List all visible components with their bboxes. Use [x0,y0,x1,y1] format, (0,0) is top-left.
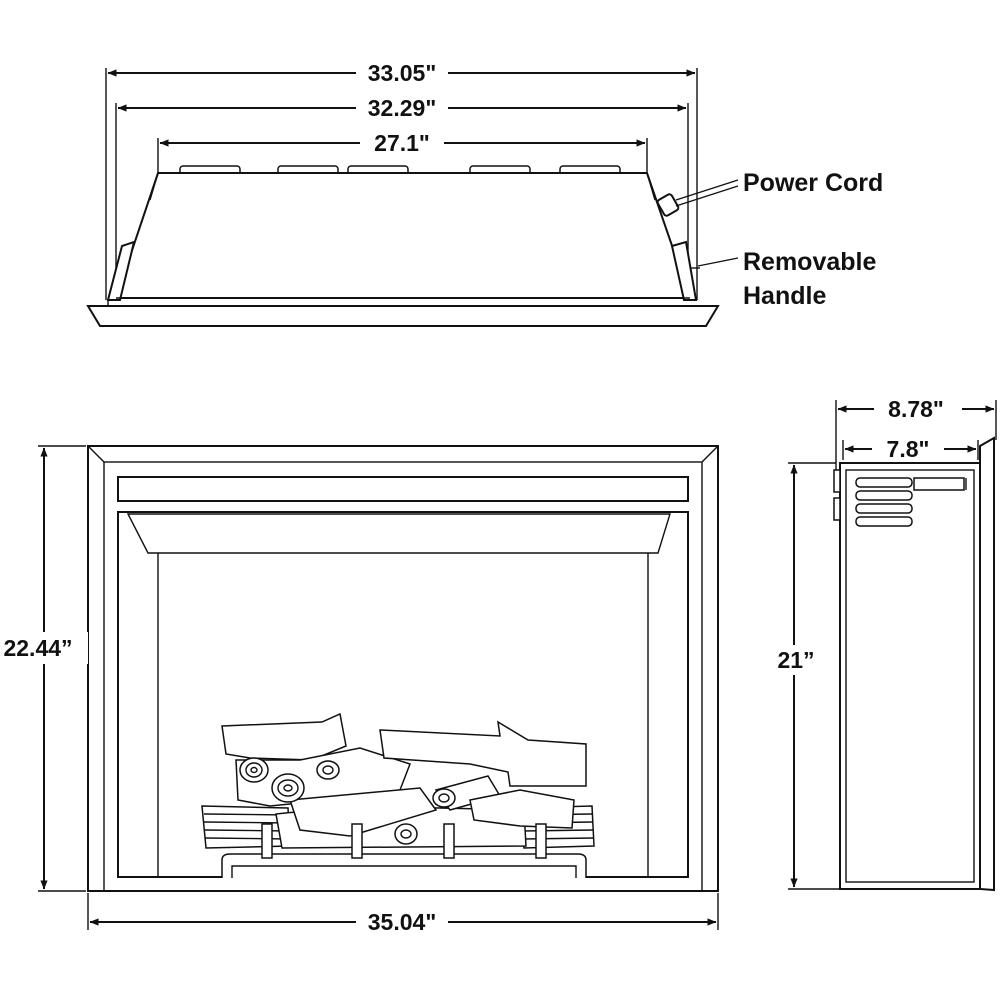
insert-side-outline [833,436,995,892]
trim-width-label: 32.29" [368,95,436,121]
overall-depth-label: 8.78" [888,396,944,422]
side-vent-louvers [855,477,913,527]
overall-width-label: 33.05" [368,60,436,86]
power-cord-label: Power Cord [743,169,883,197]
handle-label-line2: Handle [743,282,826,310]
side-view: 8.78" 7.8" 21” [766,394,997,892]
log-end-rings [239,757,456,845]
side-control-slot [913,477,965,491]
top-view: 33.05" 32.29" 27.1" [86,58,883,327]
front-width-label: 35.04" [368,909,436,935]
body-width-label: 27.1" [374,130,430,156]
top-view-dimensions: 33.05" 32.29" 27.1" [105,58,698,300]
removable-handle [670,240,698,301]
side-height-label: 21” [777,647,814,673]
insert-top-outline [86,165,739,327]
top-vent-grille [117,476,689,502]
front-view: 22.44” 35.04" [0,445,719,937]
log-set [201,712,595,878]
power-cord-plug [656,193,680,217]
trim-flange [86,305,720,327]
side-trim-panel [979,436,995,892]
handle-label-line1: Removable [743,248,876,276]
front-height-label: 22.44” [3,635,72,661]
body-depth-label: 7.8" [887,436,930,462]
